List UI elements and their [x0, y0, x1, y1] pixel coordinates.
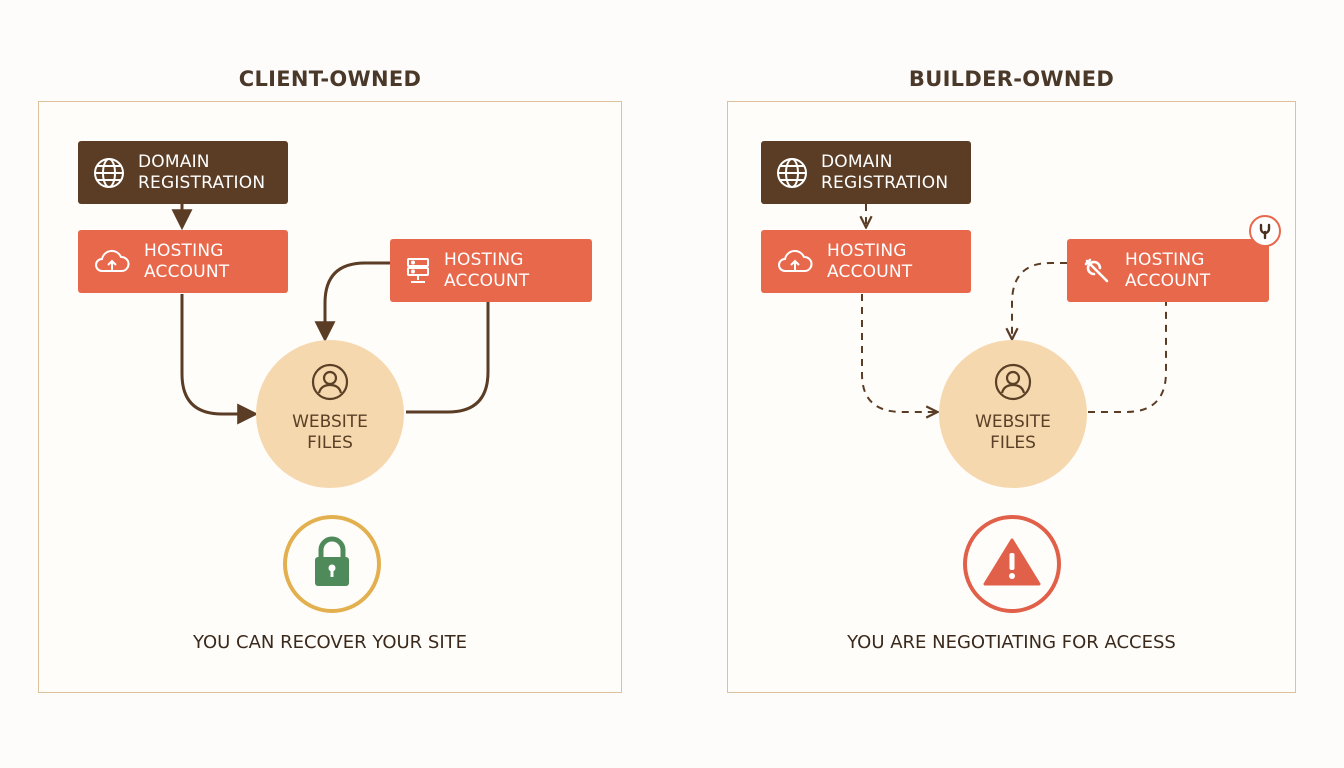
files-label-line1: WEBSITE [975, 412, 1051, 432]
domain-label-line1: DOMAIN [138, 151, 210, 172]
hosting-label-line2: ACCOUNT [1125, 270, 1211, 291]
globe-icon [92, 156, 126, 190]
right-secondary-hosting-account-box: HOSTING ACCOUNT [1067, 239, 1269, 302]
lock-icon [309, 534, 355, 594]
person-icon [310, 362, 350, 406]
right-hosting-account-box: HOSTING ACCOUNT [761, 230, 971, 293]
hosting-label-line2: ACCOUNT [827, 261, 913, 282]
client-owned-caption: YOU CAN RECOVER YOUR SITE [192, 632, 468, 653]
cloud-upload-icon [92, 247, 132, 277]
warning-icon [983, 537, 1041, 591]
lock-status-ring [283, 515, 381, 613]
left-hosting-account-box: HOSTING ACCOUNT [78, 230, 288, 293]
warning-status-ring [963, 515, 1061, 613]
person-icon [993, 362, 1033, 406]
left-website-files-circle: WEBSITE FILES [256, 340, 404, 488]
right-website-files-circle: WEBSITE FILES [939, 340, 1087, 488]
domain-label-line2: REGISTRATION [138, 172, 266, 193]
hosting-label-line2: ACCOUNT [444, 270, 530, 291]
domain-label-line1: DOMAIN [821, 151, 893, 172]
files-label-line2: FILES [307, 433, 353, 453]
globe-icon [775, 156, 809, 190]
hosting-label-line1: HOSTING [144, 240, 224, 261]
wrench-badge-icon [1249, 215, 1281, 247]
cloud-upload-icon [775, 247, 815, 277]
right-domain-registration-box: DOMAIN REGISTRATION [761, 141, 971, 204]
hosting-label-line1: HOSTING [444, 249, 524, 270]
builder-owned-title: BUILDER-OWNED [908, 67, 1115, 91]
hosting-label-line2: ACCOUNT [144, 261, 230, 282]
hosting-label-line1: HOSTING [1125, 249, 1205, 270]
left-domain-registration-box: DOMAIN REGISTRATION [78, 141, 288, 204]
server-icon [404, 256, 432, 286]
wrench-icon [1081, 255, 1113, 287]
hosting-label-line1: HOSTING [827, 240, 907, 261]
domain-label-line2: REGISTRATION [821, 172, 949, 193]
files-label-line1: WEBSITE [292, 412, 368, 432]
files-label-line2: FILES [990, 433, 1036, 453]
left-secondary-hosting-account-box: HOSTING ACCOUNT [390, 239, 592, 302]
client-owned-title: CLIENT-OWNED [238, 67, 422, 91]
builder-owned-caption: YOU ARE NEGOTIATING FOR ACCESS [847, 632, 1176, 653]
